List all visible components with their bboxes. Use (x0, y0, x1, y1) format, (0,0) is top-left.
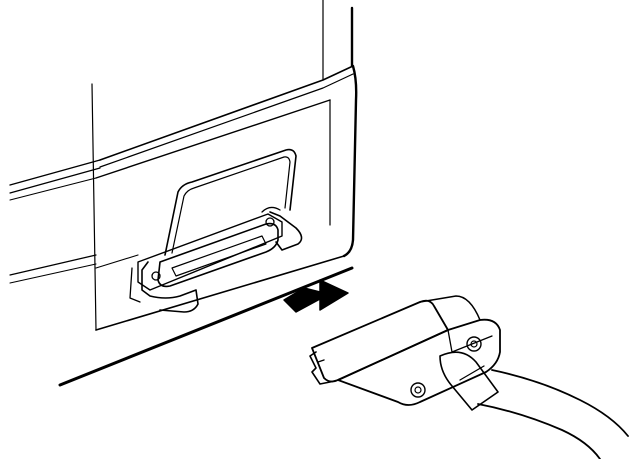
printer-base-left (9, 254, 97, 276)
port-left-clip-2 (129, 267, 141, 303)
printer-top-ledge (99, 65, 354, 161)
plug-body (337, 318, 501, 406)
plug-front-face (311, 299, 449, 383)
plug-body-edge (447, 329, 493, 353)
plug-strain-relief-ring (459, 365, 485, 381)
direction-arrow (283, 279, 349, 313)
plug-flange (309, 351, 339, 385)
plug-screw-top-inner (470, 340, 478, 348)
port-wire-bail-inner (171, 156, 291, 254)
printer-back-panel-top (95, 99, 331, 179)
printer-left-vertical (91, 83, 97, 331)
plug-screw-bottom-inner (414, 386, 422, 394)
printer-top-ledge-inner (99, 73, 354, 168)
port-mounting-plate (137, 213, 283, 291)
printer-left-front-3 (9, 177, 97, 201)
cable-connector-plug (309, 295, 501, 411)
port-left-clip (141, 261, 199, 313)
cable-upper-edge (491, 369, 629, 437)
port-right-clip (269, 211, 303, 251)
printer-body (9, 0, 358, 387)
printer-cable (477, 369, 629, 459)
port-wire-bail (164, 148, 297, 256)
printer-left-front-2 (9, 167, 101, 194)
port-connector-slot (171, 235, 267, 277)
port-screw-right (265, 217, 275, 227)
plug-screw-bottom (410, 382, 426, 398)
printer-shelf-line (95, 254, 139, 269)
printer-base-edge (58, 266, 354, 387)
printer-back-panel-bottom (95, 255, 345, 331)
plug-screw-top (466, 336, 482, 352)
plug-flange-notch (317, 359, 325, 363)
printer-base-left-2 (9, 263, 97, 284)
port-right-clip-2 (261, 206, 281, 213)
printer-left-front (9, 159, 101, 186)
arrow-right-icon (283, 279, 349, 313)
port-screw-left (151, 271, 161, 281)
cable-lower-edge (477, 403, 601, 459)
printer-parallel-port (129, 148, 303, 313)
plug-body-top (419, 295, 481, 321)
printer-right-side (342, 64, 358, 258)
plug-strain-relief (439, 351, 499, 411)
